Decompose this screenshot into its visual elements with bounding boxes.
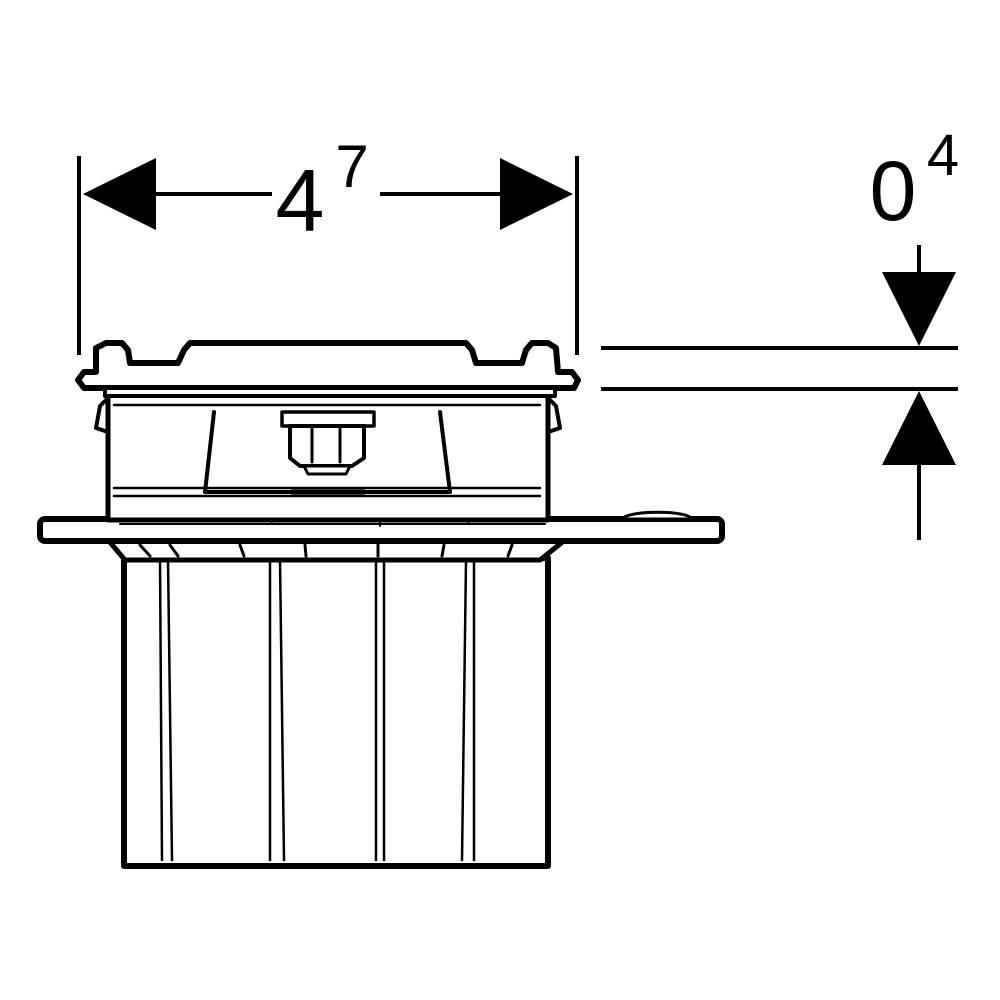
top-cover-underside — [103, 386, 557, 398]
upper-housing-inner-lines — [112, 403, 542, 498]
side-clip-right — [546, 396, 562, 434]
top-cover-outline — [75, 340, 581, 391]
top-cover — [75, 340, 581, 398]
hex-nut-outline — [288, 424, 366, 468]
drain-body — [121, 555, 551, 869]
flange-plate-bump — [620, 510, 694, 521]
drain-body-outline — [121, 555, 551, 869]
hex-nut — [280, 410, 376, 476]
arrow-down-icon — [882, 272, 956, 346]
arrow-left-icon — [83, 158, 156, 230]
thickness-label-base: 0 — [870, 144, 917, 238]
drain-body-ribs — [158, 558, 476, 862]
side-clip-left — [94, 396, 110, 434]
arrow-right-icon — [500, 158, 573, 230]
hex-nut-washer — [302, 464, 352, 476]
width-dimension: 4 7 — [77, 133, 579, 355]
hex-nut-shank — [280, 410, 376, 428]
thickness-label-superscript: 4 — [927, 123, 959, 188]
width-label-superscript: 7 — [335, 133, 368, 200]
flange-collar-teeth — [138, 543, 514, 558]
hex-nut-faces — [310, 424, 342, 464]
width-label-base: 4 — [276, 151, 325, 250]
arrow-up-icon — [882, 391, 956, 465]
drain-assembly — [37, 340, 725, 869]
thickness-dimension: 0 4 — [601, 123, 959, 540]
